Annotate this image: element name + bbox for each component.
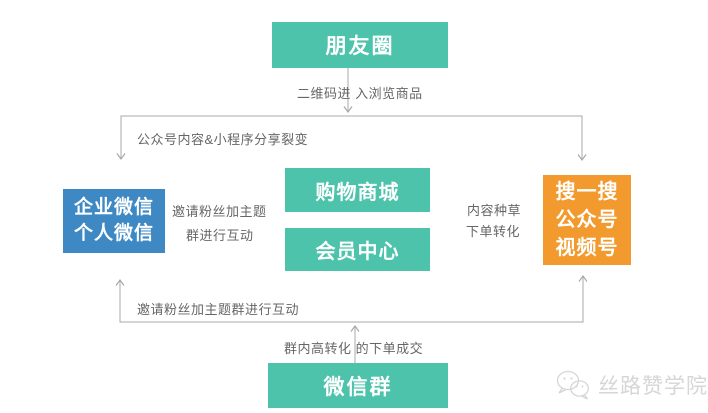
wechat-icon	[556, 370, 589, 400]
watermark-text: 丝路赞学院	[598, 374, 708, 398]
node-mall-label: 购物商城	[315, 181, 400, 204]
node-moments: 朋友圈	[272, 22, 448, 68]
node-wecom-label-line1: 企业微信	[73, 197, 154, 218]
node-search-label-line3: 视频号	[555, 237, 619, 259]
node-search-official-video: 搜一搜 公众号 视频号	[543, 175, 631, 265]
edge-label-content-seed-line2: 下单转化	[466, 224, 521, 239]
node-member-label: 会员中心	[315, 241, 400, 263]
edge-bottom-to-search	[355, 274, 588, 323]
node-wecom-label-line2: 个人微信	[73, 223, 154, 244]
node-enterprise-personal-wechat: 企业微信 个人微信	[63, 189, 165, 253]
edge-bottom-to-wecom	[115, 278, 355, 323]
edge-label-invite-side-line1: 邀请粉丝加主题	[172, 204, 267, 219]
node-search-label-line1: 搜一搜	[555, 181, 619, 203]
node-group-label: 微信群	[323, 375, 393, 399]
edge-label-share-fission: 公众号内容&小程序分享裂变	[137, 132, 309, 147]
edge-label-content-seed-line1: 内容种草	[467, 203, 522, 218]
edge-label-invite-bottom: 邀请粉丝加主题群进行互动	[137, 302, 300, 317]
edge-top-to-wecom	[116, 115, 348, 161]
node-member-center: 会员中心	[285, 228, 430, 271]
edge-label-invite-side-line2: 群进行互动	[186, 228, 254, 243]
edge-label-qr-entry: 二维码进 入浏览商品	[297, 86, 423, 101]
node-shopping-mall: 购物商城	[285, 168, 430, 212]
node-search-label-line2: 公众号	[555, 209, 619, 231]
node-wechat-group: 微信群	[268, 363, 448, 408]
edge-top-to-search	[348, 115, 587, 162]
node-moments-label: 朋友圈	[325, 35, 395, 58]
edge-label-group-conversion: 群内高转化 的下单成交	[284, 341, 424, 356]
watermark: 丝路赞学院	[555, 369, 708, 400]
